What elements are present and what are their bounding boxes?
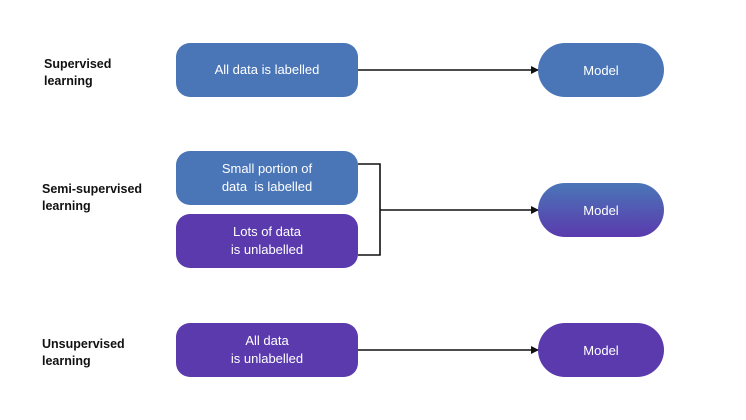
supervised-input-line-1: All data is labelled: [214, 62, 320, 77]
semi-labelled-line-1: Small portion of: [221, 161, 313, 176]
semi-labelled-line-2: data is labelled: [221, 179, 313, 194]
supervised-learning-label: Supervised learning: [44, 56, 111, 90]
semi-unlabelled-line-1: Lots of data: [233, 224, 301, 239]
supervised-model-label: Model: [583, 62, 619, 78]
unsupervised-model-node: Model: [538, 323, 664, 377]
unsupervised-label-line-2: learning: [42, 354, 91, 368]
unsupervised-input-line-1: All data: [245, 333, 289, 348]
semi-unlabelled-line-2: is unlabelled: [230, 242, 304, 257]
unsupervised-input-line-2: is unlabelled: [230, 351, 304, 366]
semi-supervised-labelled-box: Small portion of data is labelled: [176, 151, 358, 205]
unsupervised-label-line-1: Unsupervised: [42, 337, 125, 351]
semi-supervised-model-node: Model: [538, 183, 664, 237]
supervised-label-line-2: learning: [44, 74, 93, 88]
semi-supervised-label-line-2: learning: [42, 199, 91, 213]
semi-supervised-label-line-1: Semi-supervised: [42, 182, 143, 196]
semi-supervised-bracket: [358, 163, 381, 256]
semi-supervised-model-label: Model: [583, 202, 619, 218]
supervised-model-node: Model: [538, 43, 664, 97]
unsupervised-model-label: Model: [583, 342, 619, 358]
semi-supervised-learning-label: Semi-supervised learning: [42, 181, 142, 215]
semi-supervised-unlabelled-box: Lots of data is unlabelled: [176, 214, 358, 268]
supervised-input-box: All data is labelled: [176, 43, 358, 97]
unsupervised-learning-label: Unsupervised learning: [42, 336, 125, 370]
unsupervised-input-box: All data is unlabelled: [176, 323, 358, 377]
supervised-label-line-1: Supervised: [44, 57, 112, 71]
